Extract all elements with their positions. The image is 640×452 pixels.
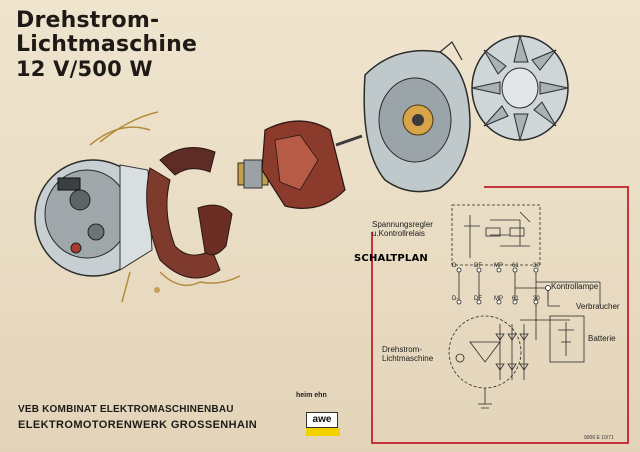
- regulator-label-line-2: u.Kontrollrelais: [372, 229, 425, 238]
- alternator-symbol: [448, 315, 529, 409]
- top-terminal-row: [456, 267, 539, 273]
- top-terminal-label: DF: [474, 263, 482, 269]
- top-terminal-label: 30: [533, 263, 540, 269]
- bottom-terminal-label: 61: [512, 296, 519, 302]
- maker-line-2: ELEKTROMOTORENWERK GROSSENHAIN: [18, 419, 258, 431]
- battery-label: Batterie: [588, 334, 616, 343]
- title-line-1: Drehstrom-: [16, 8, 160, 33]
- awe-logo-band: [306, 428, 340, 436]
- heim-logo: heim ehn: [296, 392, 327, 399]
- lamp-label: Kontrollampe: [551, 282, 599, 291]
- title-line-2: Lichtmaschine: [16, 32, 198, 57]
- stator-housing-part: [34, 111, 159, 303]
- stator-winding-part: [146, 147, 241, 293]
- bottom-terminal-label: D-: [452, 296, 459, 302]
- regulator-label-line-1: Spannungsregler: [372, 220, 433, 229]
- maker-line-1: VEB KOMBINAT ELEKTROMASCHINENBAU: [18, 404, 234, 415]
- bottom-terminal-row: [456, 285, 551, 305]
- front-housing-part: [363, 41, 471, 193]
- alternator-label-line-1: Drehstrom-: [382, 345, 423, 354]
- fan-part: [471, 34, 569, 142]
- title-line-3: 12 V/500 W: [16, 57, 153, 81]
- bottom-terminal-label: DF: [474, 296, 482, 302]
- bottom-terminal-label: MP: [494, 296, 503, 302]
- consumer-label: Verbraucher: [576, 302, 620, 311]
- print-code: 9006 E 10/71: [584, 435, 614, 441]
- regulator-box: [451, 204, 541, 266]
- schematic-frame: [371, 186, 629, 444]
- awe-logo: awe: [306, 412, 338, 428]
- top-terminal-label: D-: [452, 263, 459, 269]
- bottom-terminal-label: 30: [533, 296, 540, 302]
- rotor-part: [237, 120, 363, 209]
- schematic-heading: SCHALTPLAN: [354, 253, 428, 264]
- top-terminal-label: 61: [512, 263, 519, 269]
- top-terminal-label: MP: [494, 263, 503, 269]
- wiring: [458, 272, 601, 363]
- alternator-label-line-2: Lichtmaschine: [382, 354, 434, 363]
